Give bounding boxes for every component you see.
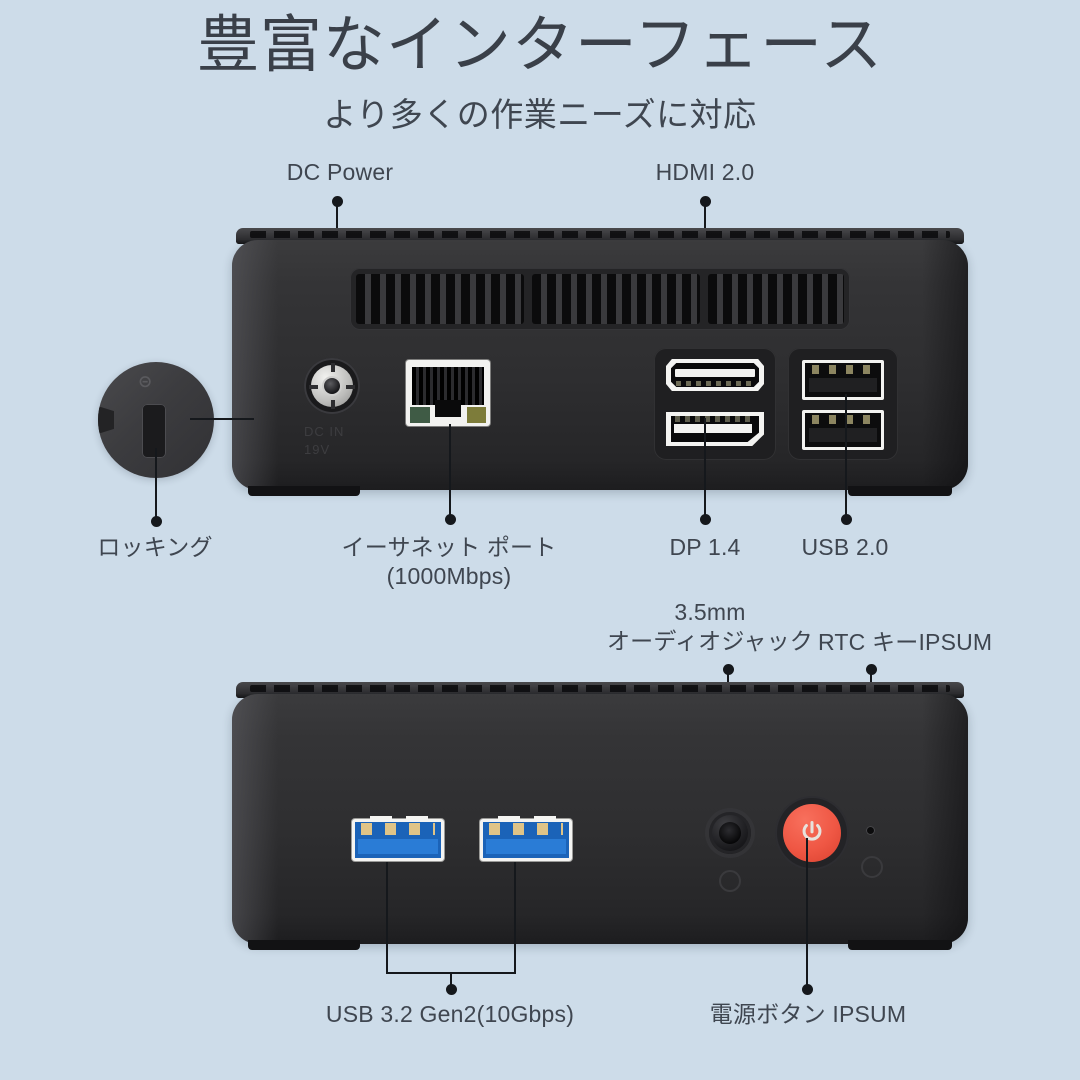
label-locking: ロッキング (97, 534, 213, 560)
rear-vent-grille (350, 268, 850, 330)
usb3-left-tongue (357, 839, 439, 855)
leader-dot-dc-power (332, 196, 343, 207)
leader-dot-locking (151, 516, 162, 527)
device-front-body (232, 694, 968, 944)
leader-line-usb3-stem (450, 972, 452, 986)
usb3-left-pins (361, 823, 435, 835)
usb2-upper-pins (811, 364, 875, 375)
usb3-port-left[interactable] (352, 816, 444, 861)
usb3-left-notch-b (406, 816, 428, 820)
dp-bar (673, 423, 753, 434)
leader-line-locking-vertical (155, 448, 157, 520)
usb3-right-notch-a (498, 816, 520, 820)
dp-pins (674, 416, 751, 423)
rtc-reset-icon (861, 856, 883, 878)
kensington-lock-icon: ⊝ (138, 372, 153, 391)
headphone-icon (719, 870, 741, 892)
vent-group-1 (356, 274, 524, 324)
leader-line-locking-horizontal (190, 418, 254, 420)
kensington-lock-slot (142, 404, 166, 458)
leader-line-dp (704, 418, 706, 518)
leader-dot-ethernet (445, 514, 456, 525)
usb2-lower-pins (811, 414, 875, 425)
usb3-right-notch-b (534, 816, 556, 820)
device-rear-body: DC IN 19V (232, 240, 968, 490)
ethernet-port-rj45[interactable] (406, 360, 490, 426)
silkscreen-dc-in: DC IN (304, 424, 345, 439)
usb2-port-plate (788, 348, 898, 460)
vent-group-3 (708, 274, 844, 324)
label-dc-power: DC Power (286, 159, 394, 185)
rj45-contact-mouth (411, 366, 485, 405)
label-power-button: 電源ボタン IPSUM (709, 1001, 907, 1027)
label-usb3: USB 3.2 Gen2(10Gbps) (325, 1001, 575, 1027)
vent-group-2 (532, 274, 700, 324)
page-subtitle: より多くの作業ニーズに対応 (323, 96, 757, 133)
dc-jack-pin (323, 377, 341, 395)
device-rear-foot-right (848, 486, 952, 496)
rtc-key-pinhole[interactable] (866, 826, 875, 835)
leader-dot-dp (700, 514, 711, 525)
device-rear-foot-left (248, 486, 360, 496)
front-lid-vent-dashes (250, 685, 950, 692)
leader-dot-hdmi (700, 196, 711, 207)
video-port-plate (654, 348, 776, 460)
usb3-right-tongue (485, 839, 567, 855)
leader-line-usb3-left (386, 862, 388, 974)
leader-line-usb2 (845, 394, 847, 518)
leader-line-usb3-right (514, 862, 516, 974)
dc-power-jack[interactable] (304, 358, 360, 414)
usb3-left-notch-a (370, 816, 392, 820)
rj45-led-green (410, 406, 430, 423)
audio-jack-3-5mm[interactable] (709, 812, 751, 854)
leader-dot-usb2 (841, 514, 852, 525)
usb2-lower-tongue (808, 428, 878, 442)
usb3-right-pins (489, 823, 563, 835)
label-rtc-key: RTC キーIPSUM (818, 629, 993, 655)
usb2-port-lower[interactable] (802, 410, 884, 450)
label-ethernet: イーサネット ポート (1000Mbps) (341, 534, 557, 590)
dc-jack-notch-right (346, 384, 355, 389)
magnifier-chassis-edge (98, 406, 114, 434)
usb3-port-right[interactable] (480, 816, 572, 861)
leader-line-ethernet (449, 424, 451, 518)
label-usb2: USB 2.0 (801, 534, 889, 560)
hdmi-port[interactable] (666, 359, 764, 391)
page-title: 豊富なインターフェース (196, 11, 884, 80)
power-button[interactable] (783, 804, 841, 862)
label-audio-jack: 3.5mm オーディオジャック (606, 599, 814, 655)
leader-dot-rtc (866, 664, 877, 675)
leader-dot-audio (723, 664, 734, 675)
displayport-port[interactable] (666, 412, 764, 446)
label-dp: DP 1.4 (669, 534, 741, 560)
rj45-led-amber (466, 406, 486, 423)
silkscreen-voltage: 19V (304, 442, 331, 457)
dc-jack-notch-bottom (330, 400, 335, 409)
usb2-port-upper[interactable] (802, 360, 884, 400)
dc-jack-notch-top (330, 363, 335, 372)
hdmi-bar (674, 368, 756, 377)
dc-jack-notch-left (309, 384, 318, 389)
rj45-latch-tab (434, 399, 462, 417)
usb2-upper-tongue (808, 378, 878, 392)
hdmi-pins (675, 381, 755, 386)
device-front-foot-right (848, 940, 952, 950)
leader-dot-power (802, 984, 813, 995)
audio-jack-hole (719, 822, 741, 844)
leader-dot-usb3 (446, 984, 457, 995)
leader-line-power (806, 838, 808, 986)
power-icon (802, 820, 822, 841)
device-front-foot-left (248, 940, 360, 950)
label-hdmi: HDMI 2.0 (655, 159, 755, 185)
lid-vent-dashes (250, 231, 950, 238)
